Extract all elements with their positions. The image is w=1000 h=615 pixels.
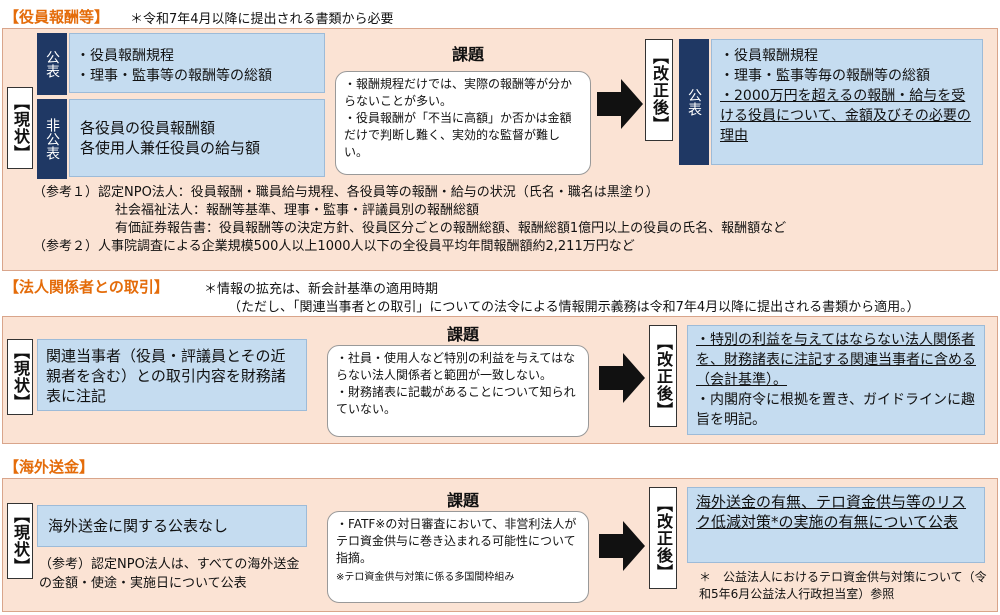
- after-text: 海外送金の有無、テロ資金供与等のリスク低減対策*の実施の有無について公表: [696, 493, 967, 531]
- ref-line: 有価証券報告書：役員報酬等の決定方針、役員区分ごとの報酬総額、報酬総額1億円以上…: [115, 221, 787, 236]
- section3-kadai-box: ・FATF※の対日審査において、非営利法人がテロ資金供与に巻き込まれる可能性につ…: [327, 511, 589, 603]
- after-public-label: 公表: [679, 39, 709, 165]
- nonpublic-label: 非公表: [37, 99, 67, 179]
- section1-kaisei-label: 【改正後】: [645, 39, 673, 141]
- right-arrow-icon: [599, 353, 645, 403]
- after-item: ・役員報酬規程: [720, 48, 818, 64]
- section2-current-box: 関連当事者（役員・評議員とその近親者を含む）との取引内容を財務諸表に注記: [37, 339, 307, 411]
- public-item: ・役員報酬規程: [76, 48, 174, 64]
- ref-line: （参考１）認定NPO法人：役員報酬・職員給与規程、各役員等の報酬・給与の状況（氏…: [33, 185, 659, 200]
- ref-line: 社会福祉法人：報酬等基準、理事・監事・評議員別の報酬総額: [115, 203, 480, 218]
- section2-note-sub: （ただし、「関連当事者との取引」についての法令による情報開示義務は令和7年4月以…: [228, 300, 920, 315]
- section3-after-box: 海外送金の有無、テロ資金供与等のリスク低減対策*の実施の有無について公表: [687, 487, 985, 563]
- section3-title: 【海外送金】: [4, 458, 95, 476]
- section2-genjo-label: 【現状】: [7, 339, 33, 415]
- right-arrow-icon: [599, 521, 645, 571]
- section2-kadai-box: ・社員・使用人など特別の利益を与えてはならない法人関係者と範囲が一致しない。 ・…: [327, 345, 589, 437]
- section2-after-box: ・特別の利益を与えてはならない法人関係者を、財務諸表に注記する関連当事者に含める…: [687, 325, 985, 435]
- section2-kaisei-label: 【改正後】: [649, 325, 677, 427]
- kadai-item: ・社員・使用人など特別の利益を与えてはならない法人関係者と範囲が一致しない。: [336, 351, 576, 382]
- section3-kaisei-label: 【改正後】: [649, 487, 677, 589]
- section1-note: ＊令和7年4月以降に提出される書類から必要: [130, 12, 394, 27]
- section1-kadai-box: ・報酬規程だけでは、実際の報酬等が分からないことが多い。 ・役員報酬が「不当に高…: [335, 71, 591, 175]
- kadai-item: ・報酬規程だけでは、実際の報酬等が分からないことが多い。: [344, 77, 573, 108]
- section2-note: ＊情報の拡充は、新会計基準の適用時期: [204, 282, 439, 297]
- right-arrow-icon: [597, 79, 643, 129]
- section3-current-box: 海外送金に関する公表なし: [37, 505, 307, 547]
- kadai-item: ・役員報酬が「不当に高額」か否かは金額だけで判断し難く、実効的な監督が難しい。: [344, 111, 572, 159]
- kadai-item: ・財務諸表に記載があることについて知られていない。: [336, 385, 576, 416]
- nonpublic-item: 各使用人兼任役員の給与額: [80, 139, 261, 157]
- section1-kadai-title: 課題: [451, 45, 484, 64]
- section3-ref: （参考）認定NPO法人は、すべての海外送金の金額・使途・実施日について公表: [39, 557, 300, 591]
- section2-kadai-title: 課題: [446, 325, 479, 344]
- section1-genjo-label: 【現状】: [7, 87, 33, 169]
- public-box: ・役員報酬規程 ・理事・監事等の報酬等の総額: [69, 33, 325, 93]
- section2-title: 【法人関係者との取引】: [4, 278, 169, 296]
- section1-panel: 【現状】 公表 ・役員報酬規程 ・理事・監事等の報酬等の総額 非公表 各役員の役…: [2, 28, 998, 271]
- section3-genjo-label: 【現状】: [7, 503, 33, 579]
- section2-panel: 【現状】 関連当事者（役員・評議員とその近親者を含む）との取引内容を財務諸表に注…: [2, 316, 998, 444]
- public-label: 公表: [37, 33, 67, 95]
- kadai-item: ・FATF※の対日審査において、非営利法人がテロ資金供与に巻き込まれる可能性につ…: [336, 517, 577, 565]
- after-item: ・内閣府令に根拠を置き、ガイドラインに趣旨を明記。: [696, 392, 976, 428]
- after-box: ・役員報酬規程 ・理事・監事等毎の報酬等の総額 ・2000万円を超えるの報酬・給…: [711, 39, 983, 165]
- nonpublic-item: 各役員の役員報酬額: [80, 119, 216, 137]
- nonpublic-box: 各役員の役員報酬額 各使用人兼任役員の給与額: [69, 99, 325, 177]
- after-item: ・特別の利益を与えてはならない法人関係者を、財務諸表に注記する関連当事者に含める…: [696, 332, 976, 388]
- section3-panel: 【現状】 海外送金に関する公表なし （参考）認定NPO法人は、すべての海外送金の…: [2, 478, 998, 612]
- after-item: ・理事・監事等毎の報酬等の総額: [720, 68, 930, 84]
- after-item: ・2000万円を超えるの報酬・給与を受ける役員について、金額及びその必要の理由: [720, 88, 971, 144]
- section1-title: 【役員報酬等】: [4, 8, 110, 26]
- ref-line: （参考２）人事院調査による企業規模500人以上1000人以下の全役員平均年間報酬…: [33, 239, 635, 254]
- section3-kadai-title: 課題: [446, 491, 479, 510]
- section3-after-note: ＊ 公益法人におけるテロ資金供与対策について（令和5年6月公益法人行政担当室）参…: [699, 570, 987, 601]
- public-item: ・理事・監事等の報酬等の総額: [76, 68, 272, 84]
- kadai-footnote: ※テロ資金供与対策に係る多国間枠組み: [336, 572, 515, 583]
